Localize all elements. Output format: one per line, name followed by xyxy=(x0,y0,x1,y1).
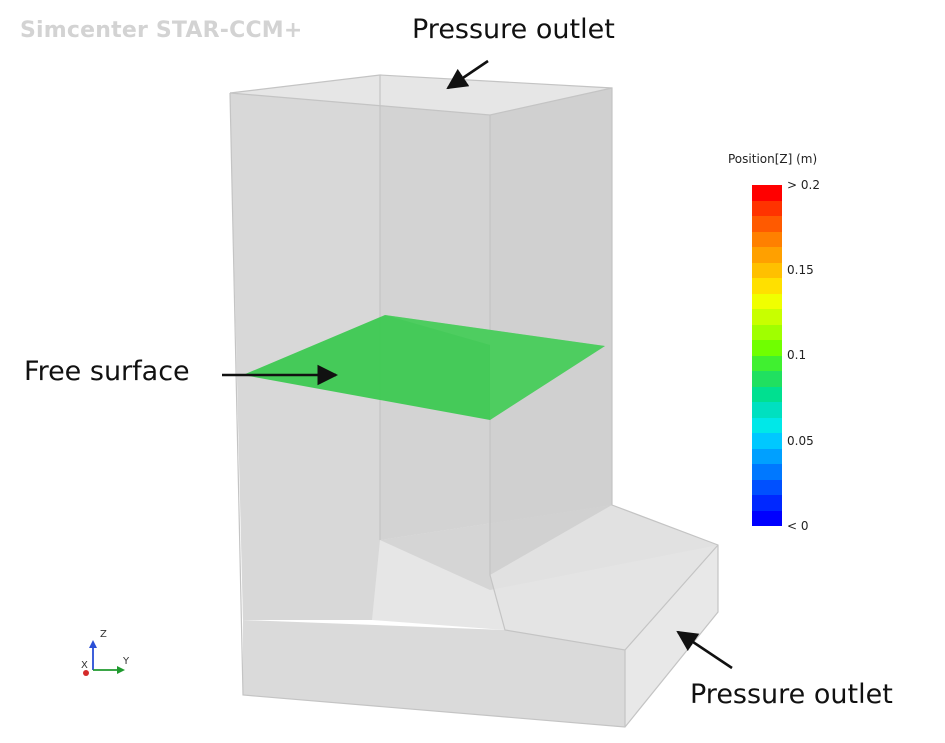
outlet-box-top xyxy=(490,505,718,650)
legend-band xyxy=(752,479,782,495)
free-surface-far-tint xyxy=(385,315,605,420)
legend-tick-01: 0.1 xyxy=(787,348,807,362)
legend-band xyxy=(752,309,782,325)
legend-band xyxy=(752,371,782,387)
legend-band xyxy=(752,247,782,263)
legend-band xyxy=(752,340,782,356)
legend-tick-min: < 0 xyxy=(787,519,809,533)
axis-y-label: Y xyxy=(122,656,130,667)
label-pressure-outlet-top: Pressure outlet xyxy=(412,14,615,45)
legend-band xyxy=(752,278,782,294)
arrow-outlet-bottom xyxy=(676,630,733,670)
axes-triad: Z X Y xyxy=(81,629,130,676)
app-watermark: Simcenter STAR-CCM+ xyxy=(20,18,303,43)
legend-band xyxy=(752,293,782,309)
legend-band xyxy=(752,402,782,418)
legend-tick-max: > 0.2 xyxy=(787,178,820,192)
legend-band xyxy=(752,510,782,526)
label-free-surface: Free surface xyxy=(24,356,190,387)
arrow-outlet-top xyxy=(446,59,489,90)
legend-band xyxy=(752,464,782,480)
free-surface-plane[interactable] xyxy=(243,315,605,420)
legend-band xyxy=(752,262,782,278)
pressure-outlet-side xyxy=(625,545,718,727)
legend-band xyxy=(752,495,782,511)
legend-band xyxy=(752,216,782,232)
axis-x-label: X xyxy=(81,660,88,671)
legend-band xyxy=(752,433,782,449)
tank-right-face xyxy=(490,88,612,575)
legend-tick-005: 0.05 xyxy=(787,434,814,448)
legend-tick-015: 0.15 xyxy=(787,263,814,277)
pressure-outlet-top xyxy=(230,75,612,115)
legend-title: Position[Z] (m) xyxy=(728,152,818,166)
legend-band xyxy=(752,355,782,371)
legend-band xyxy=(752,448,782,464)
legend-band xyxy=(752,324,782,340)
color-legend-bar xyxy=(752,185,782,526)
legend-band xyxy=(752,417,782,433)
label-pressure-outlet-bottom: Pressure outlet xyxy=(690,679,893,710)
legend-band xyxy=(752,386,782,402)
legend-band xyxy=(752,185,782,201)
axis-z-label: Z xyxy=(100,629,107,640)
legend-band xyxy=(752,231,782,247)
legend-band xyxy=(752,200,782,216)
outlet-box-front xyxy=(243,620,625,727)
